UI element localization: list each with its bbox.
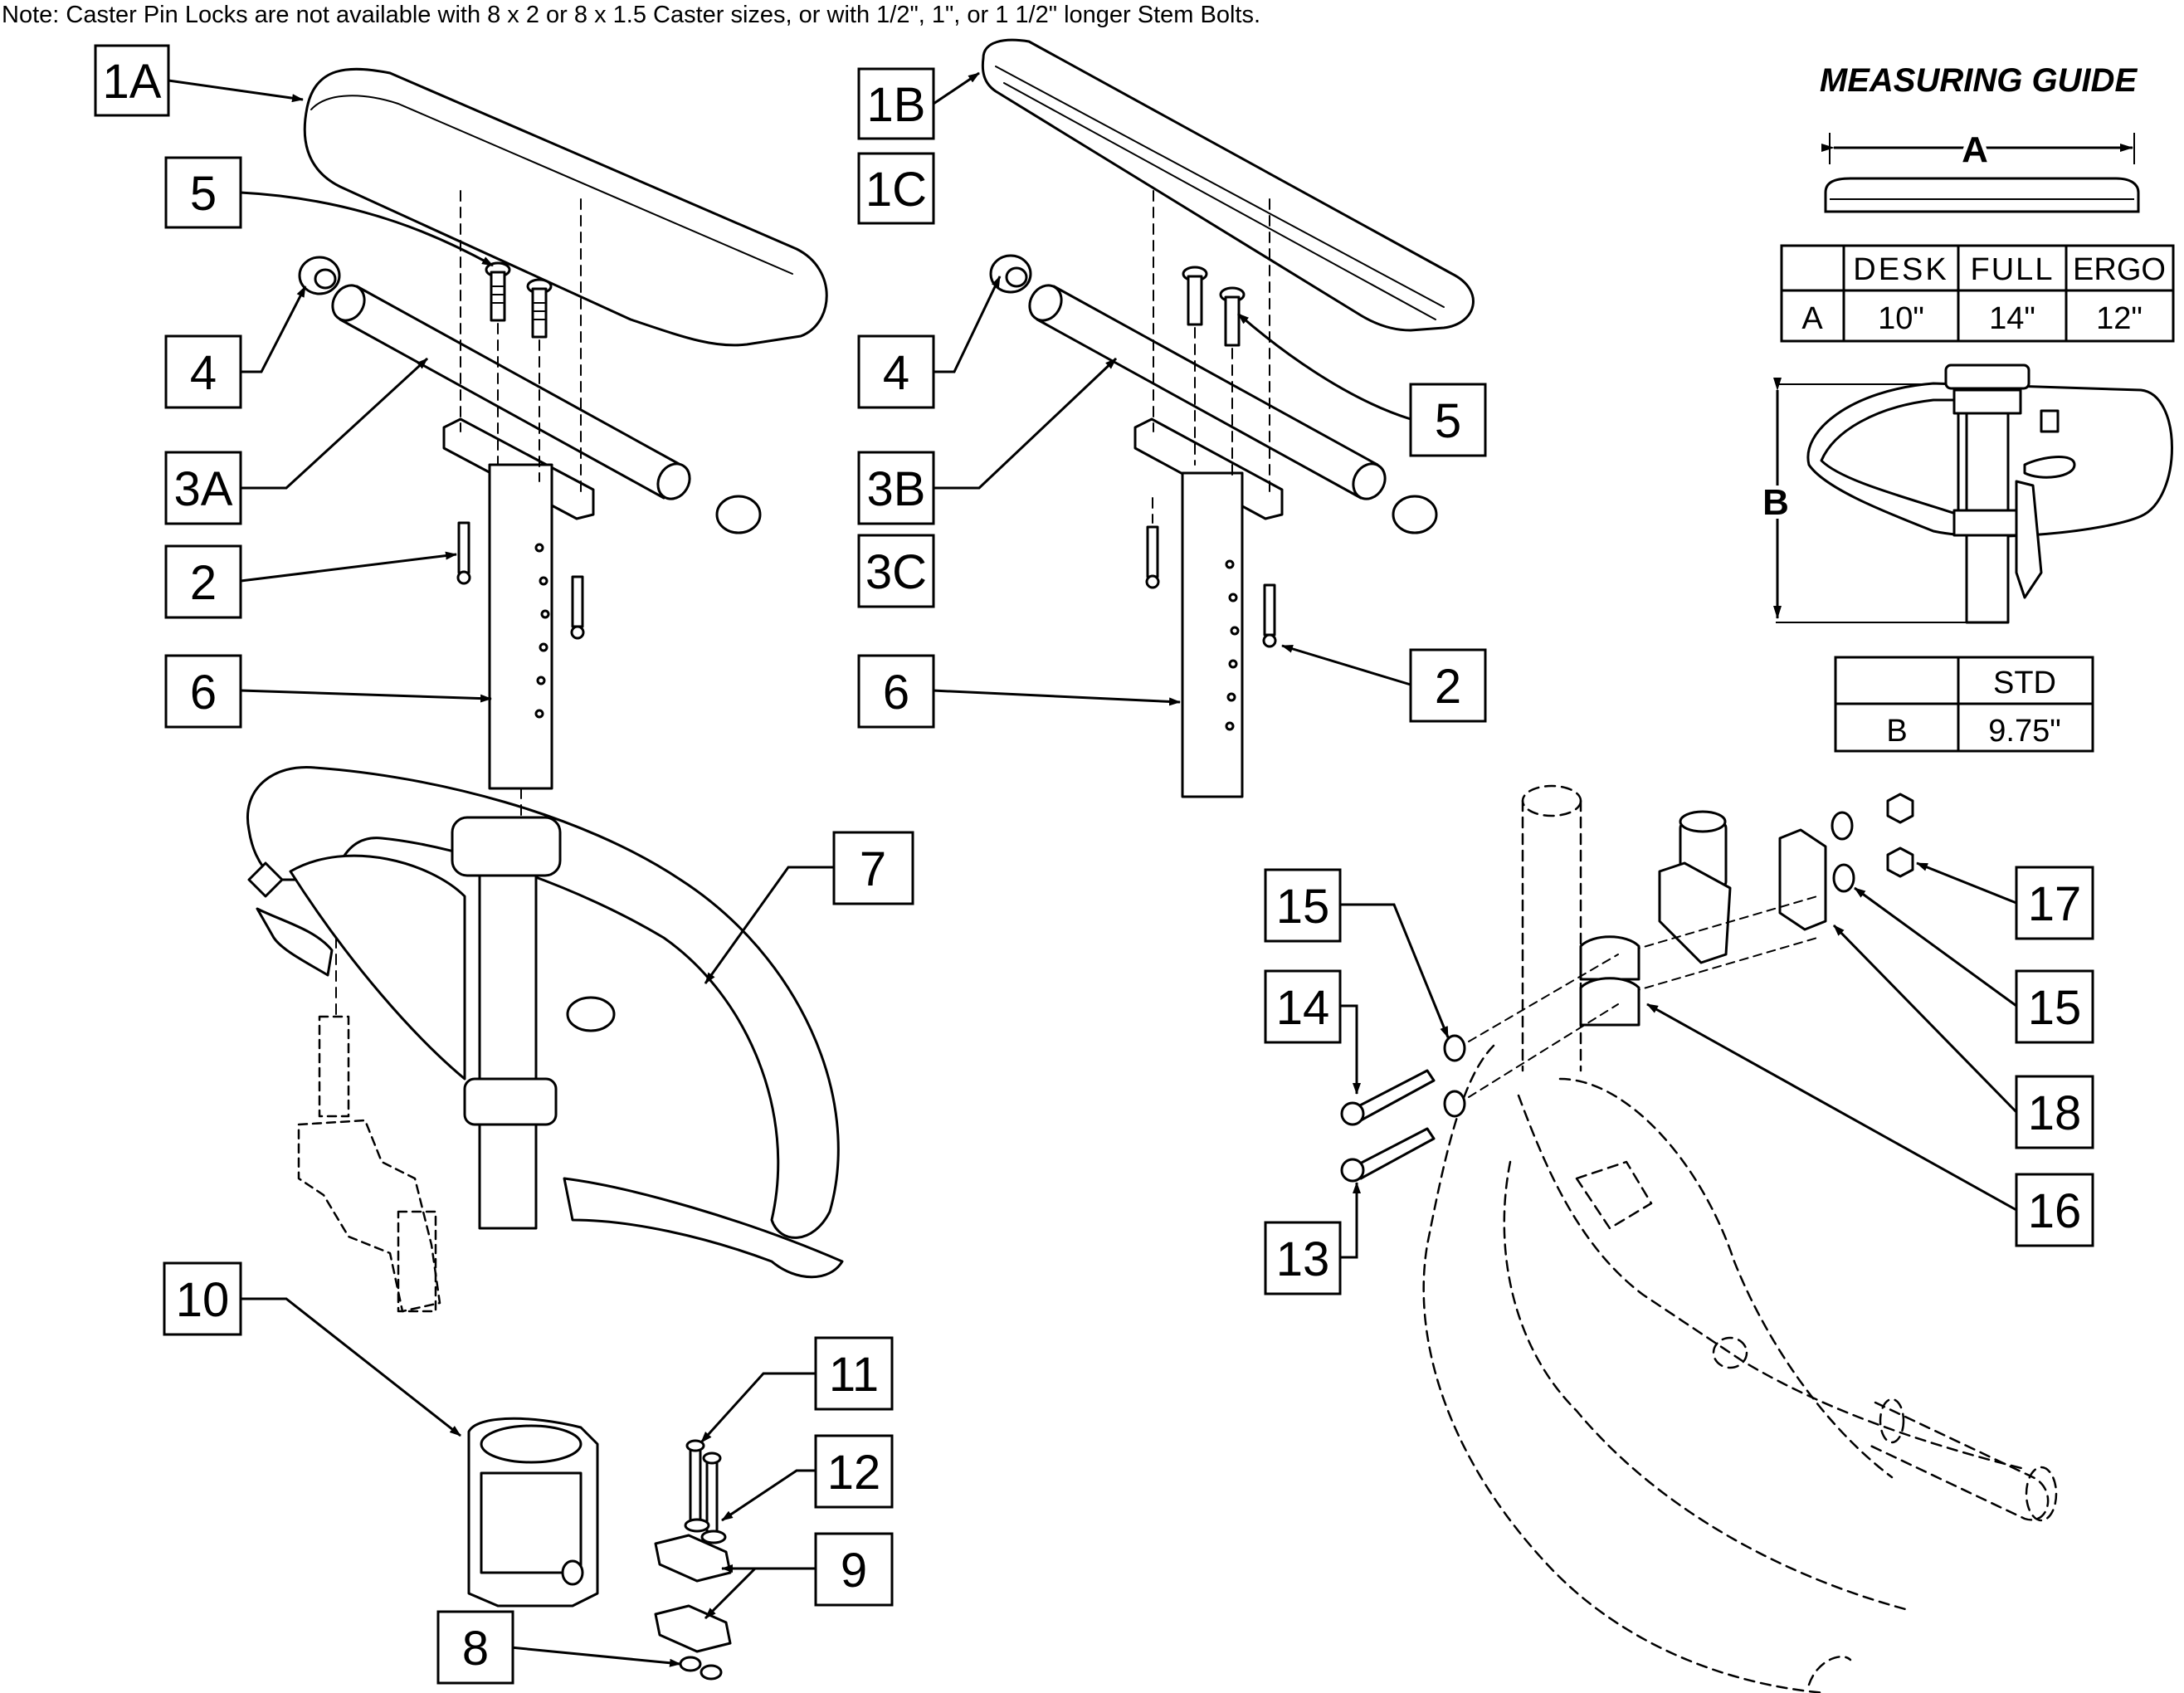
callout-3a: 3A xyxy=(174,462,233,516)
receiver-profile xyxy=(1806,363,2173,624)
arm-stem-6b xyxy=(1181,471,1244,798)
callout-4: 4 xyxy=(190,346,217,400)
callout-7: 7 xyxy=(860,842,886,896)
callout-17: 17 xyxy=(2028,877,2082,931)
callout-2b: 2 xyxy=(1435,660,1461,714)
callout-4b: 4 xyxy=(883,346,909,400)
frame-mount-assembly xyxy=(1340,784,2058,1693)
callout-6b: 6 xyxy=(883,666,909,720)
arm-stem-6 xyxy=(488,463,553,790)
callout-16: 16 xyxy=(2028,1184,2082,1238)
table-a-header-full: FULL xyxy=(1971,252,2055,287)
callout-11: 11 xyxy=(829,1348,879,1402)
pad-screws-5b xyxy=(1182,266,1246,347)
frame-dashed xyxy=(1422,784,2058,1693)
arm-pad-1a xyxy=(303,67,828,347)
callout-12: 12 xyxy=(827,1446,881,1500)
callout-15-right: 15 xyxy=(2028,981,2082,1035)
callout-3c: 3C xyxy=(865,545,927,599)
table-b-std-value: 9.75" xyxy=(1988,714,2060,749)
mount-plate-16 xyxy=(1778,828,1827,931)
table-a-full-value: 14" xyxy=(1989,301,2035,336)
callout-5b: 5 xyxy=(1435,394,1461,448)
callout-8: 8 xyxy=(462,1622,489,1676)
frame-clamp-dashed xyxy=(297,1015,441,1313)
callout-15-left: 15 xyxy=(1276,880,1330,934)
pad-profile xyxy=(1824,177,2140,213)
arm-tube-3a xyxy=(331,284,691,500)
callout-3b: 3B xyxy=(867,462,926,516)
callout-1c: 1C xyxy=(865,163,927,217)
arm-tube-3b xyxy=(1028,284,1387,500)
dimension-a-label: A xyxy=(1962,129,1988,170)
caster-pin-lock-note: Note: Caster Pin Locks are not available… xyxy=(2,2,1261,28)
end-cap-right xyxy=(715,495,762,534)
pad-screws-5 xyxy=(485,261,553,339)
callout-1a: 1A xyxy=(103,55,162,109)
assembly-guide-lines xyxy=(335,190,582,1017)
table-a-header-ergo: ERGO xyxy=(2073,252,2166,287)
table-a-header-desk: DESK xyxy=(1853,252,1948,287)
mount-plate-b xyxy=(1133,417,1284,520)
measuring-guide-title: MEASURING GUIDE xyxy=(1820,62,2138,99)
table-a-ergo-value: 12" xyxy=(2096,301,2143,336)
table-b-row-label: B xyxy=(1886,714,1907,749)
clamp-block-10 xyxy=(467,1417,599,1608)
desk-arm-assembly xyxy=(246,67,844,1681)
dimension-b-table xyxy=(1834,656,2094,753)
callout-6: 6 xyxy=(190,666,217,720)
callout-10: 10 xyxy=(176,1273,230,1327)
table-a-desk-value: 10" xyxy=(1878,301,1924,336)
callout-2: 2 xyxy=(190,556,217,610)
cam-lock xyxy=(1658,810,1732,964)
washers-and-nuts xyxy=(1443,793,1914,1118)
callout-9: 9 xyxy=(841,1544,867,1598)
dimension-b-label: B xyxy=(1762,482,1789,523)
stem-screws-2 xyxy=(456,521,585,640)
table-a-row-label: A xyxy=(1801,301,1823,336)
bolts-13-14 xyxy=(1340,1069,1436,1183)
assembly-guide-lines-b xyxy=(1152,190,1270,524)
callout-5: 5 xyxy=(190,167,217,221)
full-arm-assembly xyxy=(981,38,1475,798)
measuring-guide: MEASURING GUIDE A DESK FULL ERGO A 10" 1… xyxy=(1758,62,2175,753)
stem-screws-2b xyxy=(1145,525,1277,648)
callout-14: 14 xyxy=(1276,981,1330,1035)
callout-1b: 1B xyxy=(867,78,926,132)
end-cap-right-b xyxy=(1392,495,1438,534)
arm-receiver-7 xyxy=(246,765,844,1279)
dimension-a-table xyxy=(1780,244,2175,343)
table-b-header-std: STD xyxy=(1993,666,2056,700)
clamp-halves-18 xyxy=(1579,935,1640,1027)
clamp-hardware xyxy=(654,1439,732,1681)
arm-pad-1b xyxy=(981,38,1475,332)
callout-18: 18 xyxy=(2028,1086,2082,1140)
callouts: 1A 5 4 3A 2 6 1B 1C 4 5 3B 3C 2 6 7 10 1… xyxy=(94,44,2094,1685)
callout-13: 13 xyxy=(1276,1232,1330,1286)
